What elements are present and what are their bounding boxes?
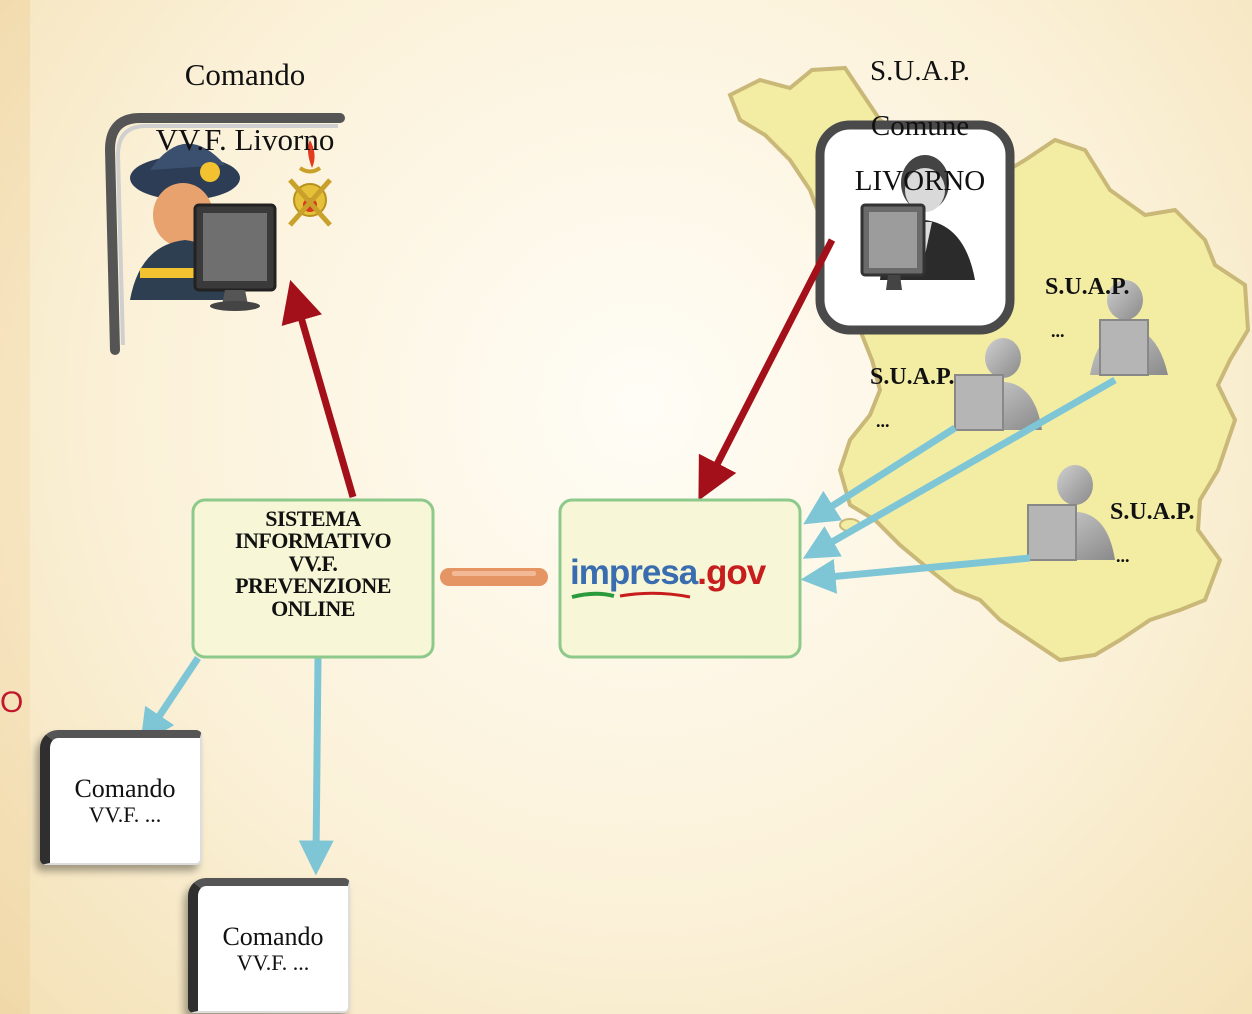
suap-user-icon: [1090, 280, 1168, 376]
vvf-frame: [104, 113, 345, 355]
suap-label-top-dots: ...: [1051, 320, 1065, 341]
vvf-title-line2: VV.F. Livorno: [155, 121, 335, 157]
vvf-title-line1: Comando: [184, 56, 306, 92]
arrow-suap-top-to-impresa: [802, 376, 1117, 559]
sistema-line5: ONLINE: [271, 595, 355, 621]
vvf-frame-shadow: [115, 124, 338, 346]
arrow-sistema-to-vvf: [281, 279, 357, 498]
sistema-line3: VV.F.: [288, 550, 338, 576]
firefighter-icon: [130, 143, 277, 311]
suap-title-line2: Comune: [870, 109, 970, 142]
sistema-line1: SISTEMA: [265, 506, 361, 531]
comando-box-1: Comando VV.F. ...: [40, 730, 202, 865]
operator-icon: [860, 155, 975, 290]
impresa-swoosh-red: [619, 591, 691, 599]
left-edge-text: O: [0, 686, 24, 719]
comando-box-1-line2: VV.F. ...: [88, 801, 162, 827]
suap-title-line3: LIVORNO: [854, 164, 986, 197]
suap-label-top-text: S.U.A.P.: [1045, 274, 1130, 301]
suap-label-bottom-dots: ...: [1116, 545, 1130, 566]
comando-box-2-line2: VV.F. ...: [236, 949, 310, 975]
orange-connector: [440, 568, 548, 586]
impresa-swoosh: [571, 591, 615, 599]
suap-label-middle: S.U.A.P. ...: [870, 340, 980, 452]
sistema-line4: PREVENZIONE: [235, 573, 391, 599]
suap-user-icon: [954, 338, 1042, 431]
suap-label-middle-text: S.U.A.P.: [870, 364, 955, 391]
sistema-informativo-text: SISTEMA INFORMATIVO VV.F. PREVENZIONE ON…: [193, 506, 433, 621]
impresa-gov-box: [558, 498, 802, 659]
fire-brigade-emblem-icon: [288, 140, 332, 227]
suap-label-middle-dots: ...: [876, 410, 890, 431]
impresa-gov-logo: impresa.gov: [570, 553, 766, 593]
comando-box-2: Comando VV.F. ...: [188, 878, 350, 1013]
suap-label-bottom: S.U.A.P. ...: [1110, 475, 1220, 587]
impresa-logo-part1: impresa: [570, 553, 698, 592]
sistema-informativo-box: [191, 498, 435, 659]
suap-title-line1: S.U.A.P.: [870, 54, 970, 87]
comando-box-2-line1: Comando: [222, 922, 324, 952]
arrow-suap-bottom-to-impresa: [800, 554, 1031, 594]
vvf-title: Comando VV.F. Livorno: [130, 26, 360, 189]
orange-connector-highlight: [452, 571, 536, 576]
arrow-suap-middle-to-impresa: [803, 425, 957, 525]
arrow-sistema-to-comando-1: [140, 656, 201, 745]
impresa-logo-part2: .gov: [697, 553, 766, 592]
suap-label-top: S.U.A.P. ...: [1045, 250, 1155, 362]
suap-label-bottom-text: S.U.A.P.: [1110, 499, 1195, 526]
suap-livorno-title: S.U.A.P. Comune LIVORNO: [820, 30, 1020, 223]
suap-user-icon: [1027, 465, 1115, 561]
comando-box-1-line1: Comando: [74, 774, 176, 804]
arrow-sistema-to-comando-2: [298, 657, 334, 876]
sistema-line2: INFORMATIVO: [234, 528, 392, 554]
arrow-suap-livorno-to-impresa: [698, 238, 836, 501]
